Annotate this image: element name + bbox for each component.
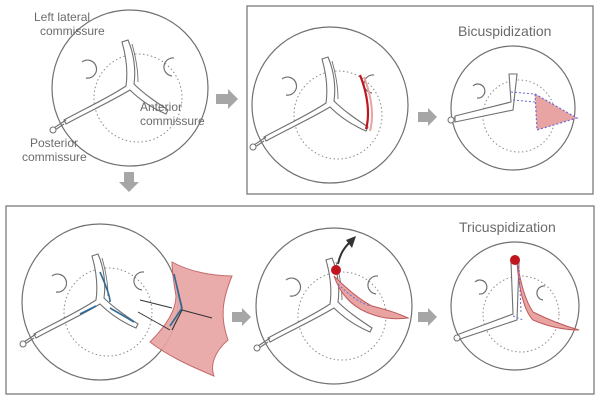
arrow-right-2 bbox=[418, 108, 437, 126]
tricuspid-step-1 bbox=[19, 223, 179, 381]
left-lateral-label-1: Left lateral bbox=[34, 10, 90, 24]
left-lateral-label-2: commissure bbox=[40, 24, 105, 38]
arrow-right-1 bbox=[216, 89, 238, 109]
anterior-label-1: Anterior bbox=[140, 100, 182, 114]
arrow-right-3 bbox=[232, 308, 251, 326]
tissue-patch bbox=[149, 261, 233, 377]
bicuspid-step-1 bbox=[249, 26, 409, 184]
tricuspid-step-2 bbox=[253, 227, 413, 385]
measure-line-1 bbox=[139, 299, 173, 309]
bicuspidization-title: Bicuspidization bbox=[458, 23, 551, 39]
bicuspid-step-2 bbox=[447, 45, 579, 171]
tricuspidization-title: Tricuspidization bbox=[459, 219, 556, 235]
tricuspidization-panel bbox=[5, 205, 595, 395]
posterior-label-1: Posterior bbox=[30, 136, 78, 150]
arrow-right-4 bbox=[418, 308, 437, 326]
anterior-label-2: commissure bbox=[140, 114, 205, 128]
tricuspid-step-3 bbox=[450, 241, 580, 371]
arrow-down-1 bbox=[119, 172, 139, 192]
patch-blue-edge bbox=[169, 273, 183, 327]
bicuspidization-panel bbox=[246, 5, 594, 195]
measure-line-2 bbox=[137, 311, 171, 331]
posterior-label-2: commissure bbox=[22, 150, 87, 164]
